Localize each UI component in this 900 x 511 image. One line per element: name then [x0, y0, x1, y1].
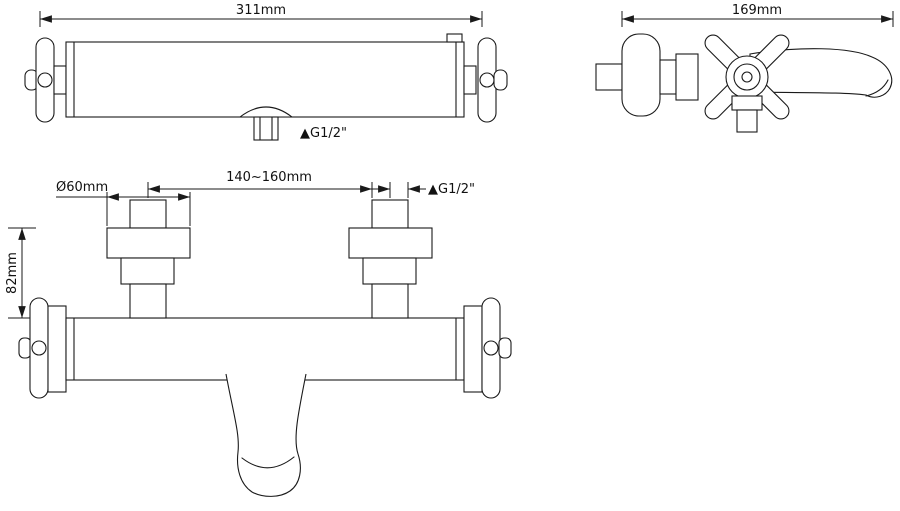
inlet-thread-square [371, 199, 409, 229]
inlet-flange [348, 227, 433, 259]
left-valve-stem [53, 65, 67, 95]
shower-outlet-thread [736, 109, 758, 133]
dim-label-140-160: 140~160mm [226, 170, 312, 185]
top-view: 311mm ▲G1/2" [24, 3, 508, 141]
side-view: 169mm [595, 3, 894, 133]
body-outline [65, 41, 465, 118]
inlet-thread-label: ▲G1/2" [428, 182, 475, 197]
diverter-button [446, 33, 463, 43]
shower-outlet-collar [731, 95, 763, 111]
dim-inlet-centers: 140~160mm [147, 170, 391, 198]
dim-drop-height: 82mm [5, 227, 36, 319]
outlet-dome [238, 106, 294, 118]
dim-overall-width: 311mm [39, 3, 483, 27]
dim-depth: 169mm [621, 3, 894, 27]
inlet-thread-square [129, 199, 167, 229]
spout-mouth-line [241, 456, 295, 469]
right-handle-spoke-end [498, 337, 512, 359]
right-end-cap [463, 305, 483, 393]
inlet-step [120, 257, 175, 285]
left-end-cap [47, 305, 67, 393]
inlet-flange [106, 227, 191, 259]
valve-adapter-small [659, 59, 677, 95]
dim-flange-diameter: Ø60mm [56, 180, 191, 226]
dim-label-dia60: Ø60mm [56, 180, 108, 195]
valve-adapter-large [675, 53, 699, 101]
right-inlet-assembly [348, 199, 433, 319]
right-handle-hub [483, 340, 499, 356]
left-inlet-assembly [106, 199, 191, 319]
front-view: Ø60mm 140~160mm ▲G1/2" 82mm [5, 170, 512, 497]
spout-side-outline [749, 48, 893, 98]
wall-inlet-thread [595, 63, 623, 91]
spout-front-outline [225, 373, 307, 497]
cross-handle [704, 34, 790, 120]
dim-label-311: 311mm [236, 3, 286, 18]
inlet-neck [371, 283, 409, 319]
right-handle-hub [479, 72, 495, 88]
left-handle-hub [37, 72, 53, 88]
callout-inlet-thread: ▲G1/2" [354, 182, 475, 198]
handle-hub-screw [741, 71, 753, 83]
outlet-nipple [253, 116, 279, 141]
left-handle-spoke-end [18, 337, 32, 359]
dim-label-82: 82mm [5, 252, 20, 294]
inlet-step [362, 257, 417, 285]
right-valve-stem [463, 65, 477, 95]
inlet-neck [129, 283, 167, 319]
body-outline [65, 317, 465, 381]
spout-mouth-line [865, 79, 889, 97]
left-handle-hub [31, 340, 47, 356]
outlet-thread-label: ▲G1/2" [300, 126, 347, 141]
right-handle-spoke-end [493, 69, 508, 91]
wall-flange [621, 33, 661, 117]
dim-label-169: 169mm [732, 3, 782, 18]
